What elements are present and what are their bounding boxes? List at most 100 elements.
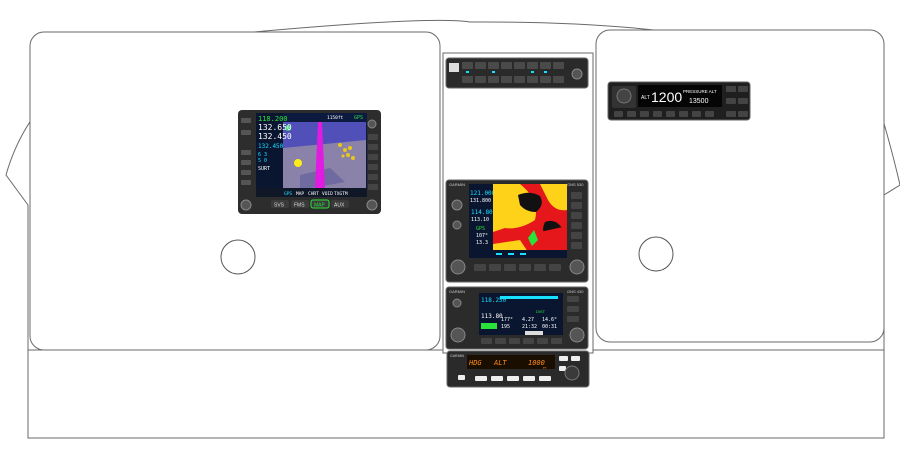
transponder-pressure-value: 13500 xyxy=(689,98,709,105)
pfd-key-menu[interactable] xyxy=(368,164,378,170)
autopilot-key-ap[interactable] xyxy=(458,375,465,380)
pfd-key-fpl[interactable] xyxy=(368,144,378,150)
transponder-key-vfr[interactable] xyxy=(738,86,748,92)
autopilot-altitude: 1000 xyxy=(528,359,545,367)
gps2-large-knob[interactable] xyxy=(569,327,585,343)
transponder-key-ent[interactable] xyxy=(738,98,748,104)
gps2-model: GNS 430 xyxy=(567,289,584,294)
gps2-row-6: 00:31 xyxy=(542,324,557,330)
pfd-softkey-map-label: MAP xyxy=(314,203,326,209)
gps2-com-standby[interactable]: 113.80 xyxy=(481,313,503,320)
pfd-strip-1: GPS xyxy=(284,191,292,197)
pfd-com-standby[interactable]: 132.650 xyxy=(258,123,292,132)
pfd-right-knob[interactable] xyxy=(366,199,378,211)
pfd-key-entr[interactable] xyxy=(368,184,378,190)
course-line xyxy=(315,122,325,188)
gps2-softkey-1[interactable] xyxy=(481,338,492,344)
gps2-softkey-4[interactable] xyxy=(523,338,534,344)
pfd-key-nrst[interactable] xyxy=(368,134,378,140)
gps1-model: GNS 530 xyxy=(567,182,584,187)
gps1-softkey-1[interactable] xyxy=(474,264,486,271)
transponder-key-clr[interactable] xyxy=(726,86,736,92)
gps1-com-standby[interactable]: 131.800 xyxy=(470,198,491,204)
gps2-com-active[interactable]: 118.250 xyxy=(481,297,507,304)
pfd-strip-2: MAP xyxy=(296,191,304,197)
audio-panel xyxy=(445,57,589,89)
gps1-softkey-6[interactable] xyxy=(549,264,561,271)
autopilot-key-hdg[interactable] xyxy=(475,376,487,381)
pfd-gps-tag: GPS xyxy=(354,115,363,121)
gps1-com-active[interactable]: 121.000 xyxy=(470,190,496,197)
gps1-brand: GARMIN xyxy=(449,182,465,187)
autopilot-key-apr[interactable] xyxy=(507,376,519,381)
gps2-softkey-5[interactable] xyxy=(537,338,548,344)
gps2-row-3: 14.6° xyxy=(542,317,557,323)
pfd-strip-5: TXGTM xyxy=(334,191,348,197)
pfd-softkey-fms[interactable] xyxy=(291,200,309,208)
gps2-softkey-6[interactable] xyxy=(551,338,562,344)
gps1-data-1: GPS xyxy=(476,226,485,232)
pfd-softkey-aux-label: AUX xyxy=(334,203,345,209)
pfd-left-value-2: 5 0 xyxy=(258,158,267,164)
gps1-softkey-2[interactable] xyxy=(489,264,501,271)
gps1-softkey-3[interactable] xyxy=(504,264,516,271)
pfd-softkey-fms-label: FMS xyxy=(294,203,305,209)
pfd-com-active[interactable]: 118.200 xyxy=(258,115,288,123)
autopilot-key-dn[interactable] xyxy=(559,366,566,371)
gps1-softkey-5[interactable] xyxy=(534,264,546,271)
gps2-softkey-2[interactable] xyxy=(495,338,506,344)
gps1-large-knob[interactable] xyxy=(569,259,585,275)
gps2-label: DIST xyxy=(536,309,546,314)
gps1-data-3: 13.3 xyxy=(476,240,488,246)
gps1-data-2: 107° xyxy=(476,233,488,239)
pfd-com-standby2[interactable]: 132.450 xyxy=(258,143,284,150)
left-vent xyxy=(220,239,256,275)
right-panel xyxy=(595,29,885,343)
autopilot-unit: GARMIN HDG ALT 1000 FT xyxy=(446,350,590,388)
pfd-unit: 118.200 132.650 132.450 132.450 6 3 5 0 … xyxy=(238,110,381,214)
pfd-alt-label: 1150ft xyxy=(327,115,344,121)
gps1-com-knob[interactable] xyxy=(451,199,463,211)
autopilot-key-alt[interactable] xyxy=(523,376,535,381)
audio-volume-knob[interactable] xyxy=(571,68,583,80)
pfd-left-value-1: 6 3 xyxy=(258,152,267,158)
pfd-softkey-map[interactable] xyxy=(310,199,330,209)
gps2-row-4: 195 xyxy=(501,324,510,330)
pfd-left-knob[interactable] xyxy=(240,199,252,211)
pfd-softkey-svs[interactable] xyxy=(271,200,289,208)
gps1-volume-knob[interactable] xyxy=(450,259,466,275)
gps1-nav-active[interactable]: 114.80 xyxy=(471,209,493,216)
pfd-key-clr[interactable] xyxy=(368,174,378,180)
gps1-softkey-4[interactable] xyxy=(519,264,531,271)
gps2-row-1: 177° xyxy=(501,317,513,323)
transponder-mode: ALT xyxy=(641,95,650,101)
autopilot-key-up[interactable] xyxy=(571,356,580,361)
gps-530-unit: GARMIN GNS 530 121.000 131.800 114.80 11… xyxy=(445,179,589,283)
transponder-pressure-label: PRESSURE ALT xyxy=(683,89,717,94)
autopilot-altitude-unit: FT xyxy=(543,366,547,370)
gps-430-unit: GARMIN GNS 430 118.250 113.80 DIST 177° … xyxy=(445,286,589,350)
autopilot-key-flc[interactable] xyxy=(559,356,568,361)
gps2-row-2: 4.27 xyxy=(522,317,534,323)
transponder-unit: ALT 1200 PRESSURE ALT 13500 xyxy=(607,81,751,121)
autopilot-key-vs[interactable] xyxy=(539,376,551,381)
autopilot-knob[interactable] xyxy=(564,365,580,381)
gps2-com-knob[interactable] xyxy=(452,298,462,308)
autopilot-brand: GARMIN xyxy=(450,354,464,358)
pfd-com-active2[interactable]: 132.450 xyxy=(258,132,292,141)
gps2-softkey-3[interactable] xyxy=(509,338,520,344)
pfd-softkey-aux[interactable] xyxy=(331,200,349,208)
pfd-softkey-svs-label: SVS xyxy=(274,203,285,209)
transponder-knob[interactable] xyxy=(616,88,632,104)
pfd-key-proc[interactable] xyxy=(368,154,378,160)
autopilot-key-nav[interactable] xyxy=(491,376,503,381)
pfd-left-mid: SURT xyxy=(258,166,270,172)
pfd-strip-3: CHRT xyxy=(308,191,319,197)
gps1-nav-standby[interactable]: 113.10 xyxy=(471,217,489,223)
ownship-marker xyxy=(294,159,302,167)
autopilot-mode-lateral: HDG xyxy=(468,359,482,367)
gps2-volume-knob[interactable] xyxy=(450,327,466,343)
autopilot-mode-vertical: ALT xyxy=(493,359,507,367)
transponder-key-func[interactable] xyxy=(726,98,736,104)
gps2-row-5: 21:32 xyxy=(522,324,537,330)
